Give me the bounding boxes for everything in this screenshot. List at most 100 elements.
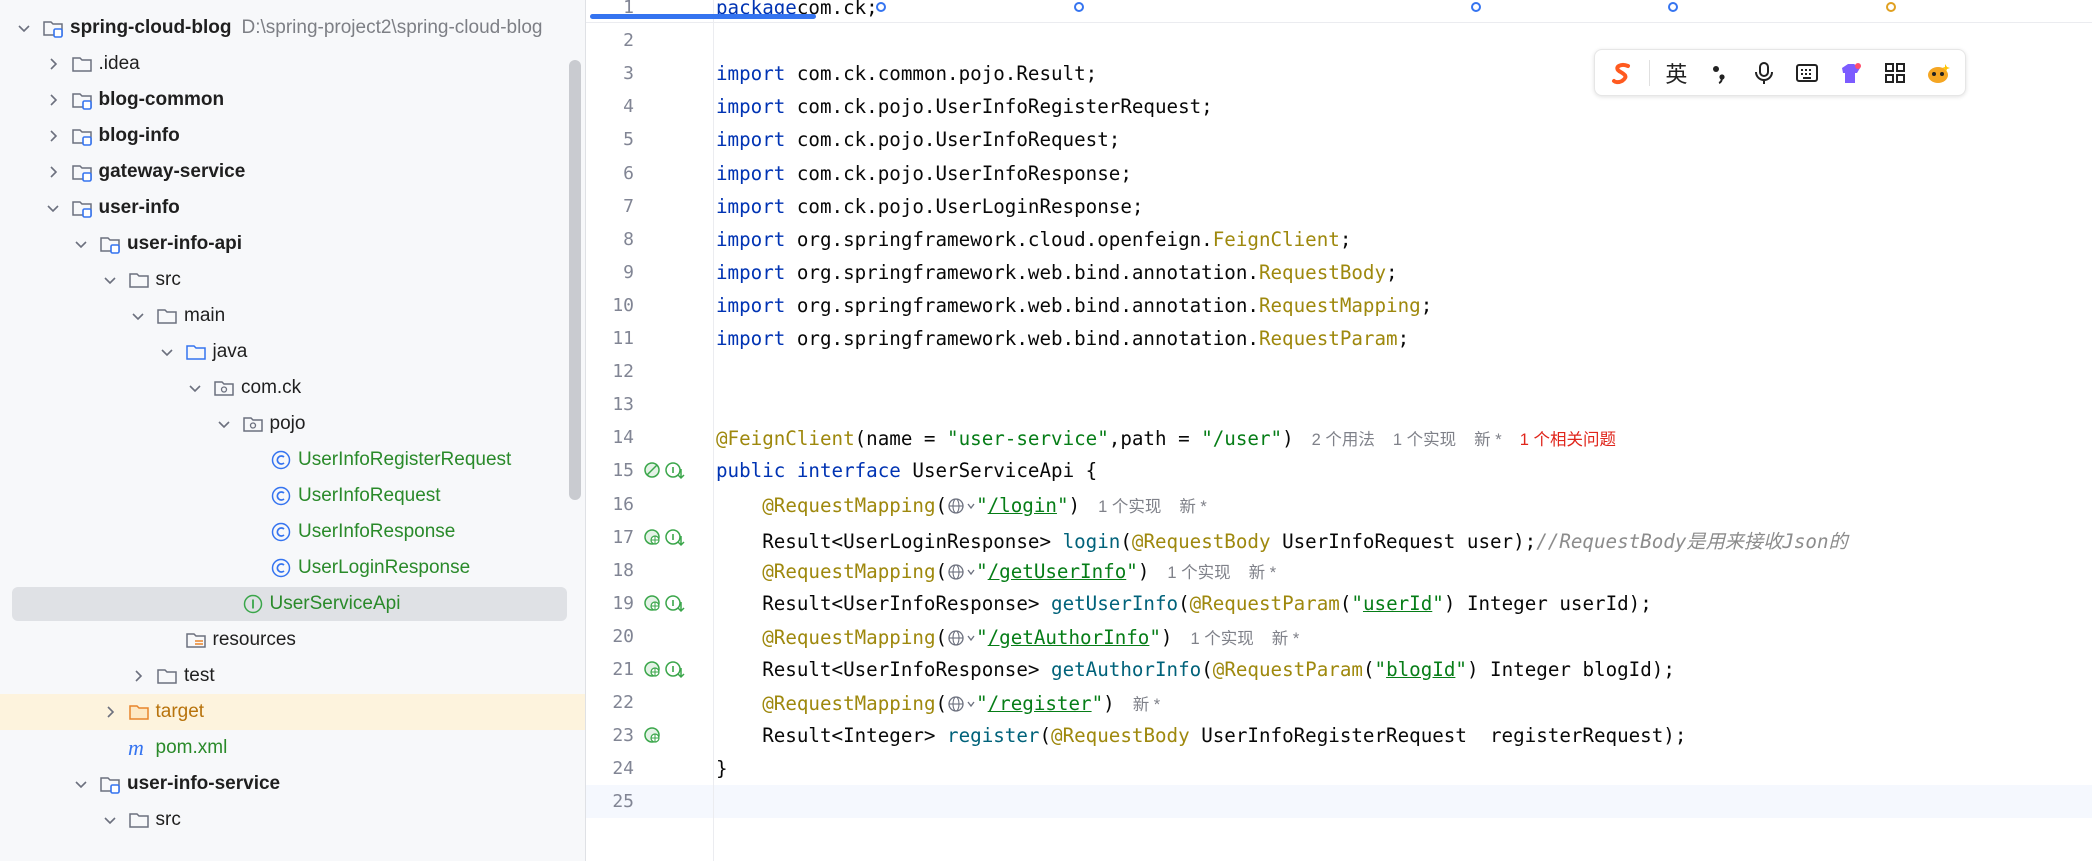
inlay-hint[interactable]: 新 *: [1474, 431, 1502, 450]
code-line[interactable]: 25: [586, 785, 2092, 819]
http-endpoint-icon[interactable]: [947, 626, 976, 649]
chevron-right-icon[interactable]: [45, 164, 61, 180]
punctuation-icon[interactable]: [1703, 55, 1737, 91]
tree-item-blog-info[interactable]: blog-info: [0, 118, 585, 154]
tree-item-userserviceapi[interactable]: UserServiceApi: [0, 586, 585, 622]
chevron-right-icon[interactable]: [130, 668, 146, 684]
inlay-hint[interactable]: 1 个实现: [1167, 563, 1231, 582]
inlay-hint[interactable]: 1 个实现: [1392, 431, 1457, 450]
tree-item-user-info-service[interactable]: user-info-service: [0, 766, 585, 802]
bean-gutter-icon[interactable]: [642, 725, 664, 747]
tree-item-test[interactable]: test: [0, 658, 585, 694]
bean-gutter-icon[interactable]: [642, 659, 664, 681]
apps-grid-icon[interactable]: [1878, 55, 1912, 91]
chevron-down-icon[interactable]: [45, 200, 61, 216]
code-line[interactable]: 16 @RequestMapping("/login")1 个实现新 *: [586, 488, 2092, 521]
tree-item-pojo[interactable]: pojo: [0, 406, 585, 442]
code-line[interactable]: 18 @RequestMapping("/getUserInfo")1 个实现新…: [586, 554, 2092, 587]
chevron-down-icon[interactable]: [102, 812, 118, 828]
tree-item-src[interactable]: src: [0, 262, 585, 298]
mascot-icon[interactable]: [1921, 55, 1955, 91]
tree-item-gateway-service[interactable]: gateway-service: [0, 154, 585, 190]
tree-item-target[interactable]: target: [0, 694, 585, 730]
sogou-logo-icon[interactable]: [1605, 55, 1639, 91]
tree-item-userinforesponse[interactable]: UserInfoResponse: [0, 514, 585, 550]
chevron-down-icon[interactable]: [216, 416, 232, 432]
code-line[interactable]: 19 Result<UserInfoResponse> getUserInfo(…: [586, 587, 2092, 620]
code-line[interactable]: 12: [586, 355, 2092, 388]
tab-file-icon[interactable]: [1668, 2, 1678, 12]
inlay-hint[interactable]: 新 *: [1179, 497, 1207, 516]
code-line[interactable]: 2: [586, 24, 2092, 57]
inlay-hint[interactable]: 新 *: [1271, 629, 1300, 648]
tree-item-resources[interactable]: resources: [0, 622, 585, 658]
implementations-gutter-icon[interactable]: [664, 659, 686, 681]
tree-item-userloginresponse[interactable]: UserLoginResponse: [0, 550, 585, 586]
code-line[interactable]: 23 Result<Integer> register(@RequestBody…: [586, 719, 2092, 752]
inlay-hint[interactable]: 1 个实现: [1190, 629, 1254, 648]
bean-gutter-icon[interactable]: [642, 527, 664, 549]
inlay-hint[interactable]: 新 *: [1132, 696, 1161, 715]
chevron-right-icon[interactable]: [45, 56, 61, 72]
chevron-down-icon[interactable]: [159, 344, 175, 360]
tree-item-blog-common[interactable]: blog-common: [0, 82, 585, 118]
code-line[interactable]: 17 Result<UserLoginResponse> login(@Requ…: [586, 521, 2092, 554]
editor-tab-strip[interactable]: [586, 0, 2092, 23]
code-line[interactable]: 20 @RequestMapping("/getAuthorInfo")1 个实…: [586, 620, 2092, 653]
tree-item-userinforequest[interactable]: UserInfoRequest: [0, 478, 585, 514]
microphone-icon[interactable]: [1747, 55, 1781, 91]
related-problems-hint[interactable]: 1 个相关问题: [1519, 431, 1616, 450]
chevron-down-icon[interactable]: [73, 776, 89, 792]
bean-gutter-icon[interactable]: [642, 593, 664, 615]
skin-icon[interactable]: [1834, 55, 1868, 91]
http-endpoint-icon[interactable]: [947, 494, 976, 517]
inlay-hint[interactable]: 2 个用法: [1311, 431, 1375, 450]
code-line[interactable]: 21 Result<UserInfoResponse> getAuthorInf…: [586, 653, 2092, 686]
inlay-hint[interactable]: 1 个实现: [1098, 497, 1162, 516]
implementations-gutter-icon[interactable]: [664, 527, 686, 549]
language-toggle-button[interactable]: 英: [1660, 55, 1694, 91]
tab-file-icon[interactable]: [876, 2, 886, 12]
chevron-down-icon[interactable]: [102, 272, 118, 288]
http-endpoint-icon[interactable]: [947, 560, 976, 583]
code-line[interactable]: 24}: [586, 752, 2092, 785]
chevron-right-icon[interactable]: [45, 128, 61, 144]
tree-item-src-service[interactable]: src: [0, 802, 585, 838]
chevron-right-icon[interactable]: [45, 92, 61, 108]
http-endpoint-icon[interactable]: [947, 692, 976, 715]
code-line[interactable]: 13: [586, 388, 2092, 421]
code-line[interactable]: 22 @RequestMapping("/register")新 *: [586, 686, 2092, 719]
implementations-gutter-icon[interactable]: [664, 460, 686, 482]
implementations-gutter-icon[interactable]: [664, 593, 686, 615]
chevron-right-icon[interactable]: [102, 704, 118, 720]
chevron-down-icon[interactable]: [187, 380, 203, 396]
tab-file-icon[interactable]: [1074, 2, 1084, 12]
tab-file-icon[interactable]: [1471, 2, 1481, 12]
code-line[interactable]: 14@FeignClient(name = "user-service",pat…: [586, 421, 2092, 454]
inlay-hint[interactable]: 新 *: [1248, 563, 1277, 582]
tree-item-com-ck[interactable]: com.ck: [0, 370, 585, 406]
chevron-down-icon[interactable]: [16, 20, 32, 36]
keyboard-icon[interactable]: [1791, 55, 1825, 91]
tree-item-main[interactable]: main: [0, 298, 585, 334]
tree-item-java[interactable]: java: [0, 334, 585, 370]
tree-item-idea[interactable]: .idea: [0, 46, 585, 82]
chevron-down-icon[interactable]: [73, 236, 89, 252]
tree-item-user-info-api[interactable]: user-info-api: [0, 226, 585, 262]
tree-scrollbar[interactable]: [569, 60, 581, 500]
tab-file-icon[interactable]: [1886, 2, 1896, 12]
tree-item-userinforegisterrequest[interactable]: UserInfoRegisterRequest: [0, 442, 585, 478]
